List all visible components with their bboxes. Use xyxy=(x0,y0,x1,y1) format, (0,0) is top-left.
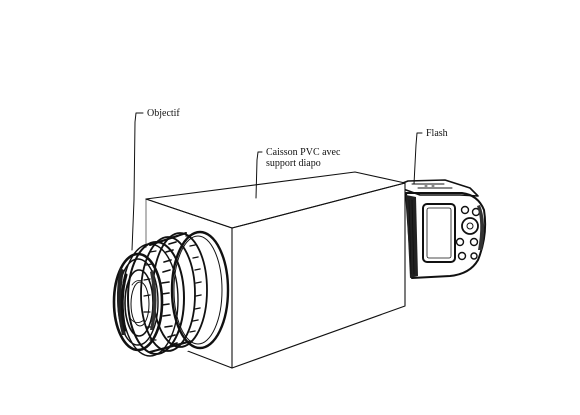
label-caisson-line1: Caisson PVC avec xyxy=(266,147,341,158)
leader-caisson xyxy=(255,151,263,199)
label-flash: Flash xyxy=(426,128,448,139)
leader-flash xyxy=(413,132,423,185)
leader-lines xyxy=(131,112,423,251)
pvc-box xyxy=(145,171,406,369)
flash-unit xyxy=(394,179,487,279)
lens xyxy=(112,230,230,370)
leader-objectif xyxy=(131,112,144,251)
label-objectif: Objectif xyxy=(147,108,180,119)
label-caisson-line2: support diapo xyxy=(266,158,321,169)
